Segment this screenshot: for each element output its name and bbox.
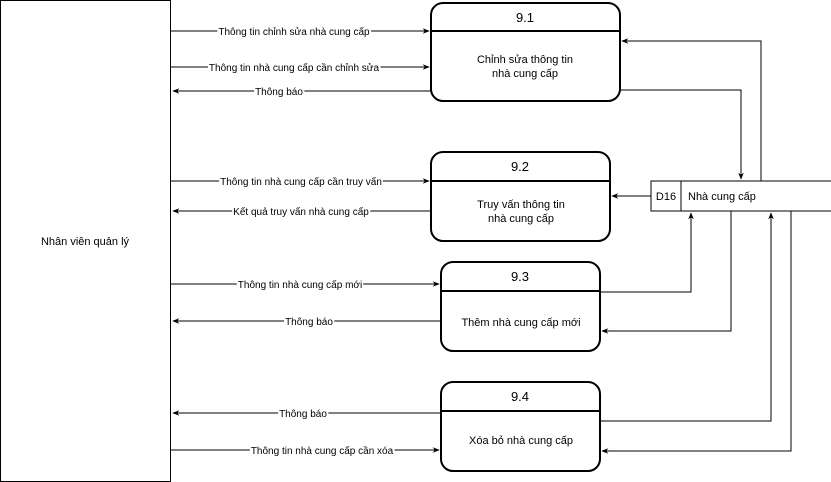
flow-label-bg — [249, 445, 395, 457]
process-9-2[interactable]: 9.2 Truy vấn thông tin nhà cung cấp — [430, 151, 611, 242]
flow-label: Thông báo — [285, 317, 333, 328]
flow-label-bg — [232, 206, 371, 218]
flow-label-bg — [278, 409, 329, 420]
flow-new-supplier: Thông tin nhà cung cấp mới — [171, 279, 440, 291]
process-id: 9.3 — [511, 269, 529, 284]
flow-label: Kết quả truy vấn nhà cung cấp — [233, 206, 369, 218]
process-9-3[interactable]: 9.3 Thêm nhà cung cấp mới — [440, 261, 601, 352]
process-9-4[interactable]: 9.4 Xóa bỏ nhà cung cấp — [440, 381, 601, 472]
datastore-d16[interactable]: D16 Nhà cung cấp — [650, 180, 831, 212]
process-id: 9.1 — [516, 10, 534, 25]
flow-query-result: Kết quả truy vấn nhà cung cấp — [172, 206, 431, 218]
flow-label: Thông tin nhà cung cấp cần truy vấn — [220, 176, 382, 188]
process-label-line1: Thêm nhà cung cấp mới — [461, 317, 580, 329]
flow-label-bg — [236, 279, 364, 291]
process-label-line2: nhà cung cấp — [492, 68, 558, 80]
flow-add-notice: Thông báo — [172, 317, 441, 328]
flow-label: Thông tin nhà cung cấp mới — [238, 279, 362, 291]
process-label-line1: Chỉnh sửa thông tin — [477, 54, 573, 66]
process-label-line1: Truy vấn thông tin — [477, 199, 565, 211]
flow-label-bg — [284, 317, 335, 328]
flow-edit-info: Thông tin chỉnh sửa nhà cung cấp — [171, 26, 430, 38]
process-label-line2: nhà cung cấp — [488, 213, 554, 225]
flow-label-bg — [207, 62, 381, 74]
datastore-label: Nhà cung cấp — [688, 191, 756, 203]
flow-label-bg — [219, 176, 383, 188]
process-9-1[interactable]: 9.1 Chỉnh sửa thông tin nhà cung cấp — [430, 2, 621, 102]
flow-label: Thông báo — [279, 409, 327, 420]
datastore-id: D16 — [656, 191, 676, 203]
process-label-line1: Xóa bỏ nhà cung cấp — [469, 435, 573, 447]
flow-label: Thông tin chỉnh sửa nhà cung cấp — [218, 26, 370, 38]
flow-label-bg — [217, 26, 372, 38]
connector-store-to-9-1 — [621, 38, 762, 181]
flow-label: Thông tin nhà cung cấp cần xóa — [251, 445, 394, 457]
connector-store-to-9-3 — [601, 211, 732, 334]
connector-9-4-to-store — [600, 212, 774, 422]
connector-9-1-to-store — [620, 89, 744, 180]
flow-label: Thông tin nhà cung cấp cần chỉnh sửa — [209, 62, 380, 74]
process-id: 9.2 — [511, 159, 529, 174]
connector-9-3-to-store — [600, 212, 694, 293]
flow-delete-notice: Thông báo — [172, 409, 441, 420]
entity-label: Nhân viên quản lý — [41, 236, 130, 248]
connector-store-to-9-4 — [601, 211, 792, 454]
flow-delete-request: Thông tin nhà cung cấp cần xóa — [171, 445, 440, 457]
flow-label: Thông báo — [255, 87, 303, 98]
external-entity[interactable]: Nhân viên quản lý — [0, 0, 171, 482]
flow-label-bg — [254, 87, 305, 98]
flow-edit-target: Thông tin nhà cung cấp cần chỉnh sửa — [171, 62, 430, 74]
flow-query-request: Thông tin nhà cung cấp cần truy vấn — [171, 176, 430, 188]
process-id: 9.4 — [511, 389, 529, 404]
flow-edit-notice: Thông báo — [172, 87, 431, 98]
